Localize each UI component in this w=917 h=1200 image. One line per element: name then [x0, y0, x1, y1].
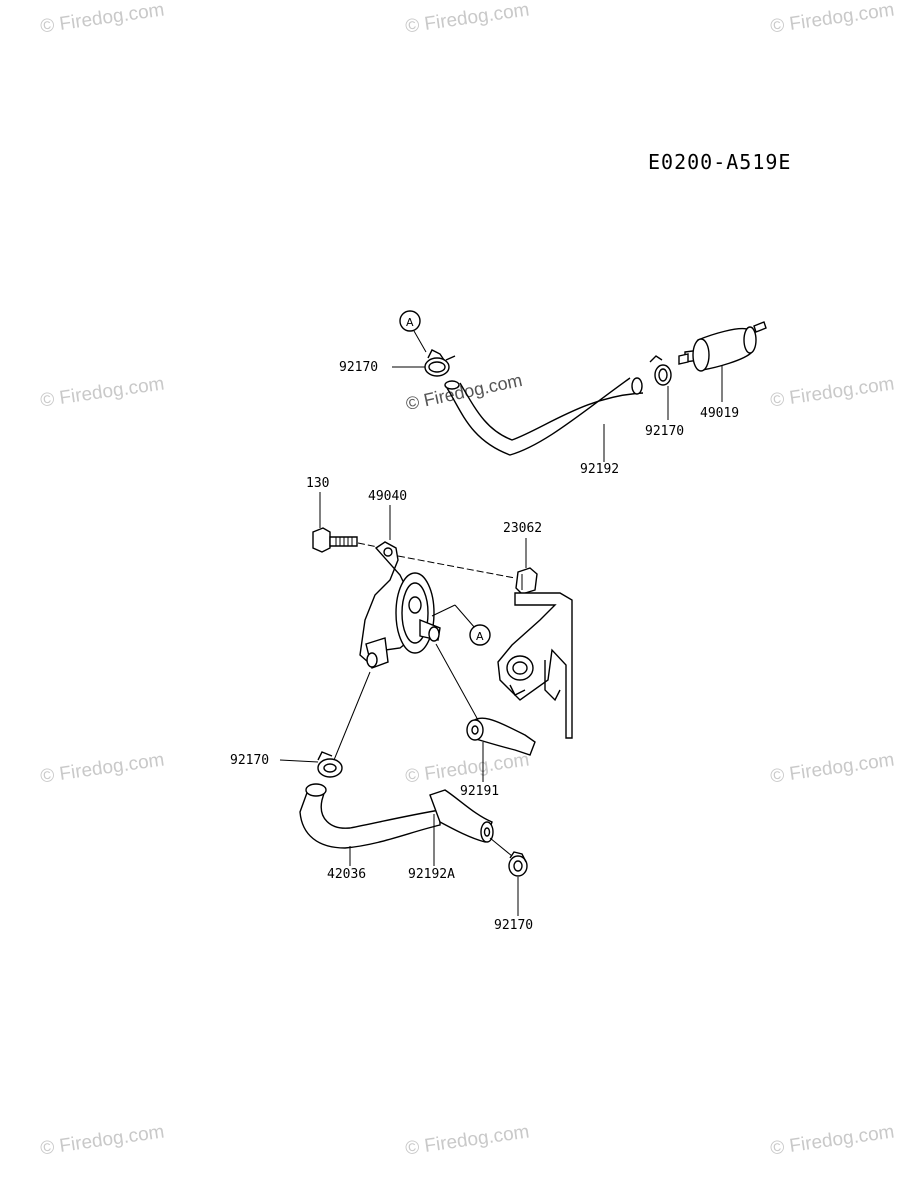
part-number-23062: 23062: [503, 521, 543, 536]
leader-line: [489, 837, 513, 857]
fuel-pump-49040[interactable]: [359, 541, 441, 669]
bolt-130[interactable]: [312, 527, 358, 553]
part-number-42036: 42036: [327, 867, 367, 882]
mounting-bracket: [497, 592, 573, 739]
diagram-code: E0200-A519E: [648, 150, 792, 174]
leader-line: [454, 604, 476, 629]
hose-clamp-92170-top-right[interactable]: [649, 355, 672, 386]
hose-clamp-92170-bottom[interactable]: [508, 851, 528, 877]
part-number-49040: 49040: [368, 489, 408, 504]
fuel-hose-42036[interactable]: [299, 783, 441, 849]
part-number-49019: 49019: [700, 406, 740, 421]
leader-line: [279, 759, 319, 763]
reference-marker-a-top: [399, 310, 421, 332]
leader-line: [435, 643, 479, 721]
fuel-filter-49019[interactable]: [678, 321, 767, 372]
reference-marker-a-mid-label: A: [476, 630, 484, 643]
part-number-92170-top-right: 92170: [645, 424, 685, 439]
part-number-130: 130: [306, 476, 330, 491]
fuel-hose-92192[interactable]: [444, 377, 644, 456]
damper-23062[interactable]: [515, 567, 538, 595]
hose-clamp-92170-top-left[interactable]: [424, 349, 456, 377]
fuel-hose-92191[interactable]: [466, 717, 536, 756]
hose-clamp-92170-mid[interactable]: [317, 751, 343, 778]
reference-marker-a-top-label: A: [406, 316, 414, 329]
leader-line: [431, 604, 456, 617]
part-number-92191: 92191: [460, 784, 500, 799]
part-number-92170-mid: 92170: [230, 753, 270, 768]
leader-line: [333, 671, 371, 761]
part-number-92170-bottom: 92170: [494, 918, 534, 933]
fuel-hose-92192A[interactable]: [429, 789, 494, 843]
assembly-dash-line: [357, 542, 379, 548]
part-number-92170-top-left: 92170: [339, 360, 379, 375]
part-number-92192A: 92192A: [408, 867, 455, 882]
reference-marker-a-mid: [469, 624, 491, 646]
part-number-92192: 92192: [580, 462, 620, 477]
leader-line: [413, 330, 427, 353]
